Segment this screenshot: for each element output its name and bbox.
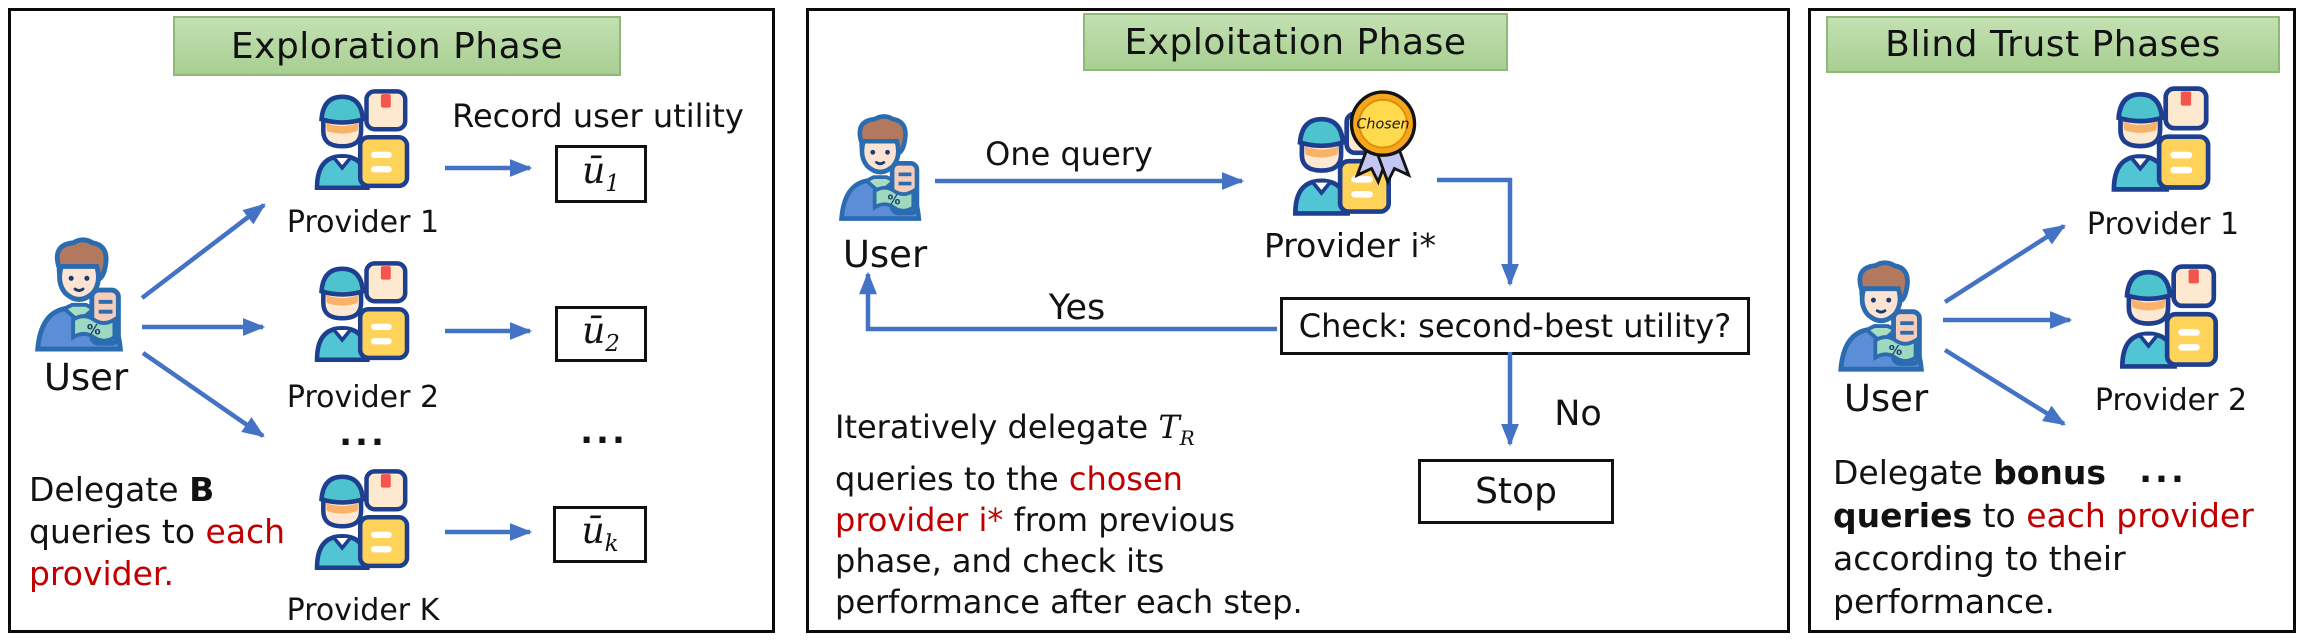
- user-icon: [836, 111, 928, 223]
- utility-2-box: ū2: [555, 306, 647, 362]
- one-query-label: One query: [985, 135, 1153, 173]
- chosen-medal-icon: Chosen: [1340, 87, 1426, 187]
- provider-icon: [308, 255, 416, 369]
- panel-exploration-phase: Exploration Phase Record user utility Us…: [8, 8, 775, 633]
- utility-k-box: ūk: [553, 506, 647, 563]
- medal-chosen-label: Chosen: [1356, 116, 1409, 132]
- no-label: No: [1554, 394, 1602, 434]
- provider-1-label: Provider 1: [286, 205, 440, 240]
- utilities-ellipsis: ...: [580, 412, 628, 452]
- panel-blind-trust-phases: Blind Trust Phases Provider 1 User Provi…: [1808, 8, 2296, 633]
- provider-icon: [2103, 83, 2219, 196]
- user-label: User: [1843, 377, 1929, 420]
- user-icon: [1833, 258, 1933, 373]
- u-bar-1: ū: [582, 150, 606, 192]
- exploration-caption: Delegate B queries to each provider.: [29, 470, 286, 593]
- user-label: User: [842, 233, 928, 276]
- user-icon: [31, 235, 131, 353]
- utility-1-box: ū1: [555, 145, 647, 203]
- panel-exploitation-phase: Exploitation Phase User One query Chosen…: [806, 8, 1790, 633]
- record-user-utility-label: Record user utility: [452, 97, 744, 135]
- exploration-phase-title: Exploration Phase: [173, 16, 621, 76]
- blind-trust-phases-title: Blind Trust Phases: [1826, 16, 2280, 73]
- stop-box: Stop: [1418, 459, 1614, 524]
- check-box: Check: second-best utility?: [1280, 297, 1750, 355]
- provider-icon: [2111, 261, 2227, 373]
- providers-ellipsis: ...: [339, 414, 387, 454]
- u-bar-2: ū: [582, 310, 606, 352]
- yes-label: Yes: [1048, 288, 1106, 328]
- blind-trust-caption: Delegate bonus queries to each provider …: [1833, 453, 2254, 621]
- provider-1-label: Provider 1: [2086, 207, 2240, 242]
- providers-ellipsis: ...: [2139, 451, 2187, 491]
- provider-i-star-label: Provider i*: [1263, 226, 1437, 265]
- provider-icon: [308, 83, 416, 197]
- provider-2-label: Provider 2: [286, 380, 440, 415]
- provider-k-label: Provider K: [286, 593, 440, 628]
- u-bar-k: ū: [581, 511, 605, 553]
- exploitation-caption: Iteratively delegate TR queries to the c…: [835, 408, 1303, 621]
- provider-icon: [308, 463, 416, 577]
- provider-2-label: Provider 2: [2094, 383, 2248, 418]
- user-label: User: [43, 356, 129, 399]
- exploitation-phase-title: Exploitation Phase: [1083, 13, 1508, 71]
